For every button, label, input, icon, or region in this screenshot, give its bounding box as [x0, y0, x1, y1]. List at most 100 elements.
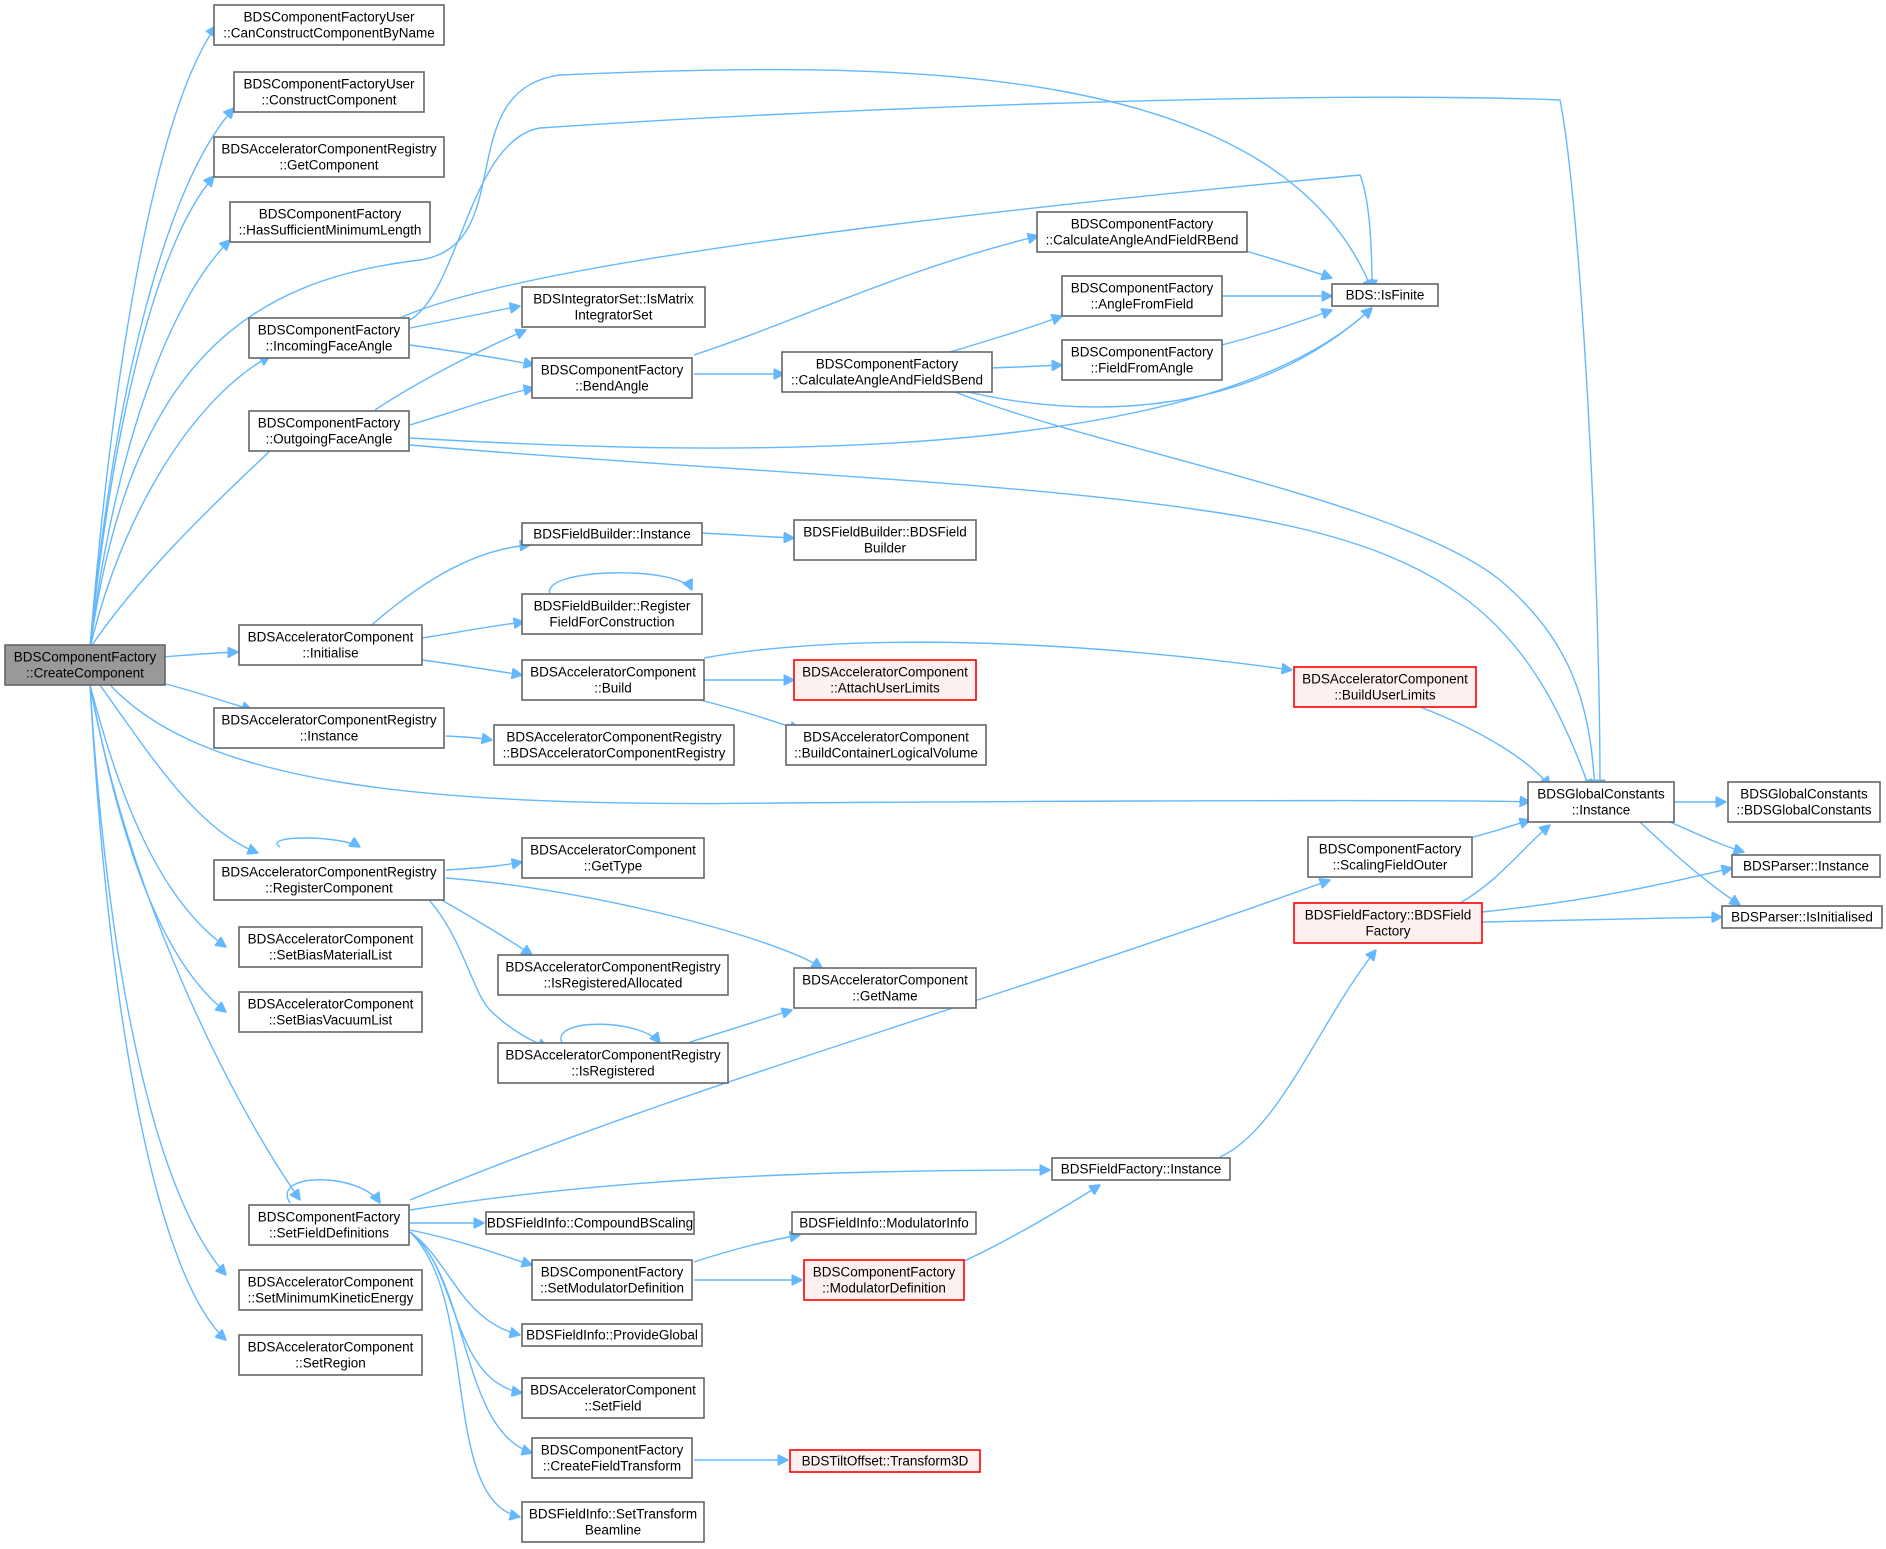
node-box[interactable] — [485, 1211, 695, 1235]
node-tilt-trans[interactable]: BDSTiltOffset::Transform3D — [789, 1449, 981, 1473]
node-box[interactable] — [781, 351, 993, 393]
node-acc-get-name[interactable]: BDSAcceleratorComponent::GetName — [793, 967, 977, 1009]
node-set-field-defs[interactable]: BDSComponentFactory::SetFieldDefinitions — [248, 1204, 410, 1246]
node-fi-compound[interactable]: BDSFieldInfo::CompoundBScaling — [485, 1211, 695, 1235]
node-set-min-k-e[interactable]: BDSAcceleratorComponent::SetMinimumKinet… — [238, 1269, 423, 1311]
node-box[interactable] — [497, 954, 729, 996]
node-box[interactable] — [1061, 339, 1223, 381]
node-box[interactable] — [785, 724, 987, 766]
node-box[interactable] — [1293, 666, 1477, 708]
node-box[interactable] — [1727, 781, 1881, 823]
node-cf-set-mod[interactable]: BDSComponentFactory::SetModulatorDefinit… — [531, 1259, 693, 1301]
node-box[interactable] — [521, 1501, 705, 1543]
node-set-region[interactable]: BDSAcceleratorComponent::SetRegion — [238, 1334, 423, 1376]
node-is-finite[interactable]: BDS::IsFinite — [1331, 283, 1439, 307]
node-box[interactable] — [793, 967, 977, 1009]
node-box[interactable] — [1293, 902, 1483, 944]
node-box[interactable] — [238, 926, 423, 968]
node-box[interactable] — [213, 859, 445, 901]
node-can-construct[interactable]: BDSComponentFactoryUser::CanConstructCom… — [213, 4, 445, 46]
node-bend-angle[interactable]: BDSComponentFactory::BendAngle — [531, 357, 693, 399]
node-calc-r-bend[interactable]: BDSComponentFactory::CalculateAngleAndFi… — [1036, 211, 1248, 253]
node-reg-get-comp[interactable]: BDSAcceleratorComponentRegistry::GetComp… — [213, 136, 445, 178]
node-box[interactable] — [1331, 283, 1439, 307]
node-cf-mod-def[interactable]: BDSComponentFactory::ModulatorDefinition — [803, 1259, 965, 1301]
node-box[interactable] — [793, 519, 977, 561]
node-box[interactable] — [1036, 211, 1248, 253]
node-box[interactable] — [803, 1259, 965, 1301]
node-box[interactable] — [793, 659, 977, 701]
node-box[interactable] — [531, 1437, 693, 1479]
node-box[interactable] — [248, 317, 410, 359]
node-angle-from-field[interactable]: BDSComponentFactory::AngleFromField — [1061, 275, 1223, 317]
node-box[interactable] — [493, 724, 735, 766]
node-box[interactable] — [531, 1259, 693, 1301]
node-box[interactable] — [521, 837, 705, 879]
node-field-from-angle[interactable]: BDSComponentFactory::FieldFromAngle — [1061, 339, 1223, 381]
node-box[interactable] — [4, 644, 166, 686]
node-reg-is-alloc[interactable]: BDSAcceleratorComponentRegistry::IsRegis… — [497, 954, 729, 996]
node-incoming-face[interactable]: BDSComponentFactory::IncomingFaceAngle — [248, 317, 410, 359]
node-acc-initialise[interactable]: BDSAcceleratorComponent::Initialise — [238, 624, 423, 666]
node-construct-comp[interactable]: BDSComponentFactoryUser::ConstructCompon… — [233, 71, 425, 113]
node-box[interactable] — [1527, 781, 1675, 823]
node-fb-instance[interactable]: BDSFieldBuilder::Instance — [521, 522, 703, 546]
node-fb-ctor[interactable]: BDSFieldBuilder::BDSFieldBuilder — [793, 519, 977, 561]
node-fb-register[interactable]: BDSFieldBuilder::RegisterFieldForConstru… — [521, 593, 703, 635]
node-cf-create-f-t[interactable]: BDSComponentFactory::CreateFieldTransfor… — [531, 1437, 693, 1479]
node-reg-instance[interactable]: BDSAcceleratorComponentRegistry::Instanc… — [213, 707, 445, 749]
node-box[interactable] — [248, 410, 410, 452]
node-box[interactable] — [238, 991, 423, 1033]
node-build-c-l-v[interactable]: BDSAcceleratorComponent::BuildContainerL… — [785, 724, 987, 766]
node-gc-instance[interactable]: BDSGlobalConstants::Instance — [1527, 781, 1675, 823]
node-box[interactable] — [248, 1204, 410, 1246]
node-root[interactable]: BDSComponentFactory::CreateComponent — [4, 644, 166, 686]
node-reg-is-reg[interactable]: BDSAcceleratorComponentRegistry::IsRegis… — [497, 1042, 729, 1084]
node-has-sufficient[interactable]: BDSComponentFactory::HasSufficientMinimu… — [229, 201, 431, 243]
node-parser-is-init[interactable]: BDSParser::IsInitialised — [1721, 905, 1883, 929]
node-fi-mod-info[interactable]: BDSFieldInfo::ModulatorInfo — [791, 1211, 977, 1235]
node-box[interactable] — [497, 1042, 729, 1084]
node-box[interactable] — [521, 659, 705, 701]
node-box[interactable] — [213, 4, 445, 46]
node-fi-provide[interactable]: BDSFieldInfo::ProvideGlobal — [521, 1323, 703, 1347]
node-gc-ctor[interactable]: BDSGlobalConstants::BDSGlobalConstants — [1727, 781, 1881, 823]
node-reg-register[interactable]: BDSAcceleratorComponentRegistry::Registe… — [213, 859, 445, 901]
node-build-u-l[interactable]: BDSAcceleratorComponent::BuildUserLimits — [1293, 666, 1477, 708]
node-ff-ctor[interactable]: BDSFieldFactory::BDSFieldFactory — [1293, 902, 1483, 944]
node-acc-get-type[interactable]: BDSAcceleratorComponent::GetType — [521, 837, 705, 879]
node-box[interactable] — [238, 624, 423, 666]
node-box[interactable] — [238, 1334, 423, 1376]
node-calc-s-bend[interactable]: BDSComponentFactory::CalculateAngleAndFi… — [781, 351, 993, 393]
node-box[interactable] — [521, 593, 703, 635]
node-scaling-f-o[interactable]: BDSComponentFactory::ScalingFieldOuter — [1307, 836, 1473, 878]
node-set-bias-mat[interactable]: BDSAcceleratorComponent::SetBiasMaterial… — [238, 926, 423, 968]
node-box[interactable] — [521, 1377, 705, 1419]
node-set-bias-vac[interactable]: BDSAcceleratorComponent::SetBiasVacuumLi… — [238, 991, 423, 1033]
node-box[interactable] — [521, 1323, 703, 1347]
node-box[interactable] — [521, 286, 706, 328]
node-box[interactable] — [531, 357, 693, 399]
node-box[interactable] — [1721, 905, 1883, 929]
node-box[interactable] — [791, 1211, 977, 1235]
node-box[interactable] — [789, 1449, 981, 1473]
node-outgoing-face[interactable]: BDSComponentFactory::OutgoingFaceAngle — [248, 410, 410, 452]
node-box[interactable] — [521, 522, 703, 546]
node-box[interactable] — [1307, 836, 1473, 878]
node-acc-build[interactable]: BDSAcceleratorComponent::Build — [521, 659, 705, 701]
node-box[interactable] — [1051, 1157, 1231, 1181]
node-attach-u-l[interactable]: BDSAcceleratorComponent::AttachUserLimit… — [793, 659, 977, 701]
node-ff-instance[interactable]: BDSFieldFactory::Instance — [1051, 1157, 1231, 1181]
node-parser-instance[interactable]: BDSParser::Instance — [1731, 854, 1881, 878]
node-box[interactable] — [213, 136, 445, 178]
node-acc-set-field[interactable]: BDSAcceleratorComponent::SetField — [521, 1377, 705, 1419]
node-box[interactable] — [213, 707, 445, 749]
node-box[interactable] — [1061, 275, 1223, 317]
node-box[interactable] — [233, 71, 425, 113]
node-box[interactable] — [238, 1269, 423, 1311]
node-box[interactable] — [229, 201, 431, 243]
node-box[interactable] — [1731, 854, 1881, 878]
node-reg-ctor[interactable]: BDSAcceleratorComponentRegistry::BDSAcce… — [493, 724, 735, 766]
